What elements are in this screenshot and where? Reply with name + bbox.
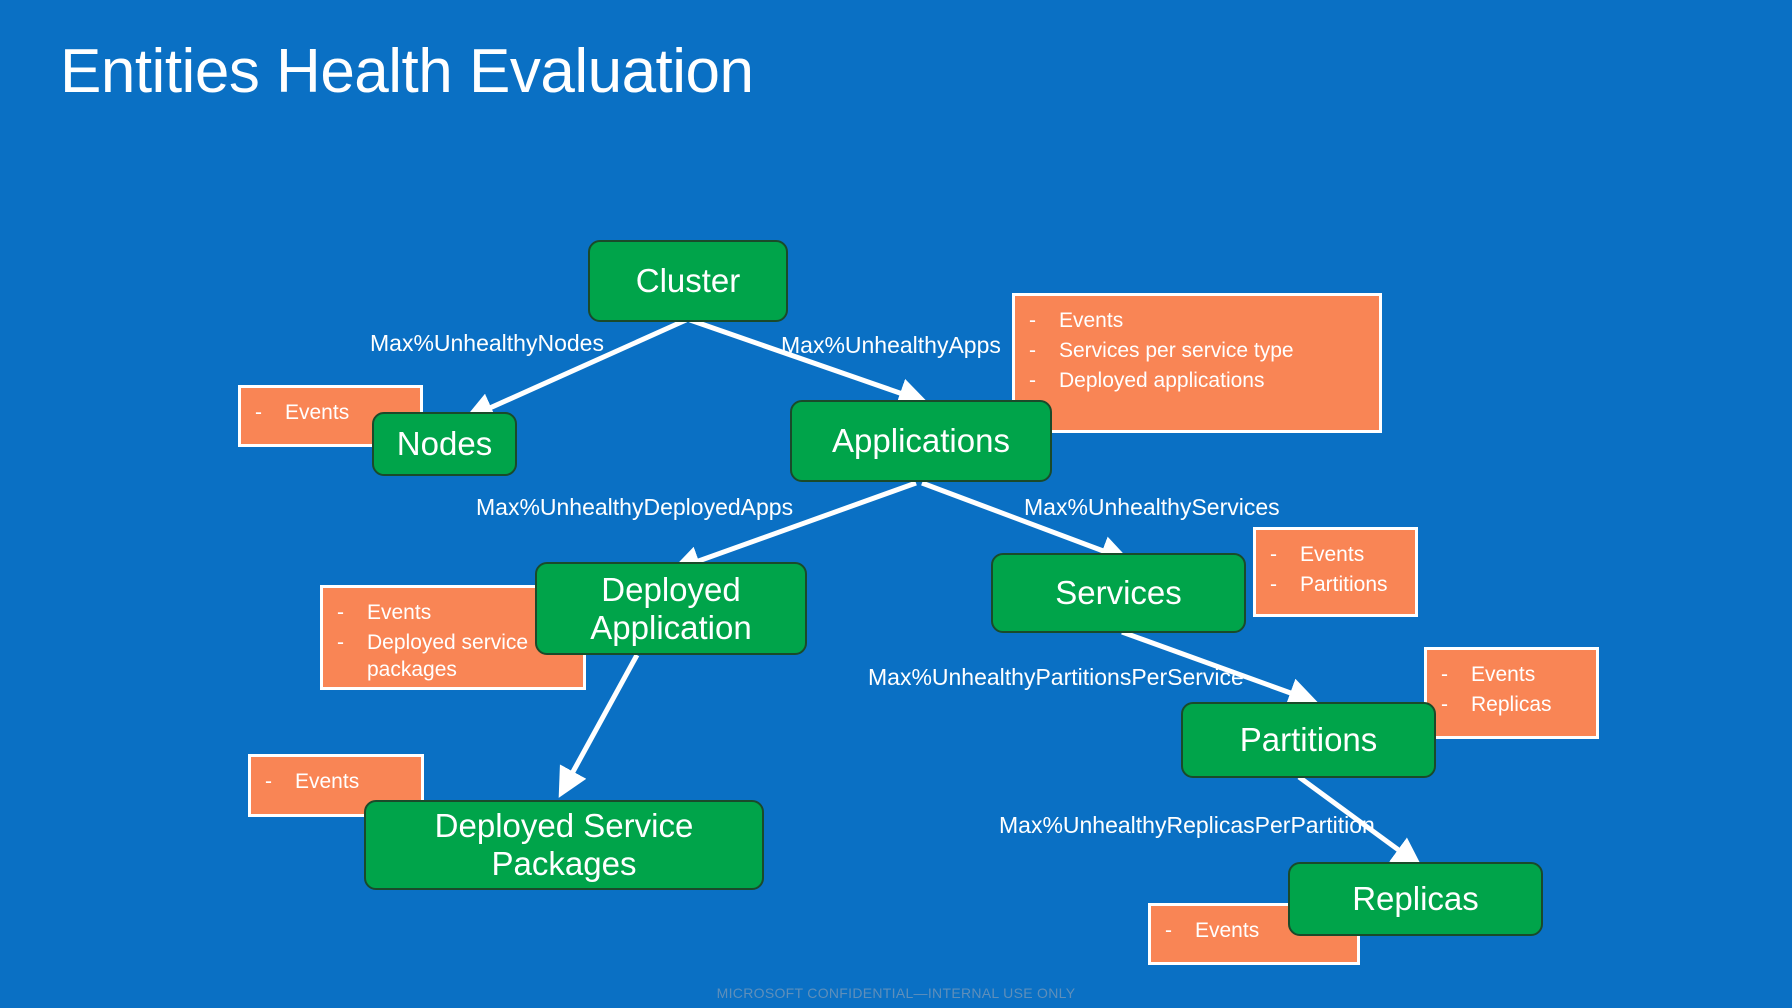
- callout-item-label: Deployed service packages: [367, 630, 529, 681]
- edge-label-max-unhealthy-services: Max%UnhealthyServices: [1024, 494, 1280, 520]
- callout-item: - Deployed service packages: [337, 630, 569, 684]
- node-nodes[interactable]: Nodes: [372, 412, 517, 476]
- callout-item: - Events: [265, 769, 407, 796]
- callout-item-label: Events: [285, 401, 350, 424]
- callout-item: - Services per service type: [1029, 338, 1365, 365]
- callout-item: - Replicas: [1441, 692, 1582, 719]
- node-label: Nodes: [396, 425, 493, 463]
- bullet-dash: -: [1165, 919, 1172, 942]
- node-label: Replicas: [1352, 880, 1479, 918]
- node-label: Services: [1055, 574, 1182, 612]
- node-cluster[interactable]: Cluster: [588, 240, 788, 322]
- callout-item-label: Events: [367, 601, 432, 624]
- bullet-dash: -: [265, 770, 272, 793]
- callout-item-label: Events: [1195, 919, 1260, 942]
- node-label: Partitions: [1239, 721, 1378, 759]
- edge-label-max-unhealthy-nodes: Max%UnhealthyNodes: [370, 330, 604, 356]
- bullet-dash: -: [1270, 572, 1277, 596]
- bullet-dash: -: [1441, 692, 1448, 716]
- bullet-dash: -: [1441, 663, 1448, 686]
- node-label: Cluster: [635, 262, 741, 300]
- bullet-dash: -: [1029, 338, 1036, 362]
- edge-label-max-unhealthy-partitions-per-service: Max%UnhealthyPartitionsPerService: [868, 664, 1244, 690]
- node-deployed-application[interactable]: Deployed Application: [535, 562, 807, 655]
- edge-label-max-unhealthy-replicas-per-partition: Max%UnhealthyReplicasPerPartition: [999, 812, 1375, 838]
- callout-item: - Partitions: [1270, 572, 1401, 599]
- callout-item: - Events: [1270, 542, 1401, 569]
- page-title: Entities Health Evaluation: [60, 37, 754, 106]
- bullet-dash: -: [1029, 368, 1036, 392]
- callout-item-label: Events: [1300, 543, 1365, 566]
- callout-item: - Events: [1165, 918, 1343, 945]
- callout-item-label: Events: [1471, 663, 1536, 686]
- node-partitions[interactable]: Partitions: [1181, 702, 1436, 778]
- callout-item-label: Events: [1059, 309, 1124, 332]
- node-label: Deployed Service Packages: [434, 807, 694, 882]
- callout-item: - Deployed applications: [1029, 368, 1365, 395]
- applications-callout: - Events - Services per service type - D…: [1012, 293, 1382, 433]
- edge-label-max-unhealthy-deployed-apps: Max%UnhealthyDeployedApps: [476, 494, 794, 520]
- confidentiality-footer: MICROSOFT CONFIDENTIAL—INTERNAL USE ONLY: [716, 985, 1076, 1001]
- node-label: Deployed Application: [590, 570, 752, 646]
- callout-item-label: Deployed applications: [1059, 368, 1265, 392]
- node-label: Applications: [832, 422, 1010, 460]
- services-callout: - Events - Partitions: [1253, 527, 1418, 617]
- edge-label-max-unhealthy-apps: Max%UnhealthyApps: [781, 332, 1001, 358]
- bullet-dash: -: [1029, 309, 1036, 332]
- bullet-dash: -: [337, 630, 344, 654]
- partitions-callout: - Events - Replicas: [1424, 647, 1599, 739]
- bullet-dash: -: [337, 601, 344, 624]
- callout-item-label: Replicas: [1471, 692, 1552, 716]
- node-services[interactable]: Services: [991, 553, 1246, 633]
- callout-item-label: Partitions: [1300, 572, 1388, 596]
- node-deployed-service-packages[interactable]: Deployed Service Packages: [364, 800, 764, 890]
- callout-item: - Events: [255, 400, 406, 427]
- callout-item-label: Services per service type: [1059, 338, 1294, 362]
- bullet-dash: -: [255, 401, 262, 424]
- callout-item: - Events: [1441, 662, 1582, 689]
- node-replicas[interactable]: Replicas: [1288, 862, 1543, 936]
- callout-item: - Events: [1029, 308, 1365, 335]
- callout-item-label: Events: [295, 770, 360, 793]
- bullet-dash: -: [1270, 543, 1277, 566]
- callout-item: - Events: [337, 600, 569, 627]
- node-applications[interactable]: Applications: [790, 400, 1052, 482]
